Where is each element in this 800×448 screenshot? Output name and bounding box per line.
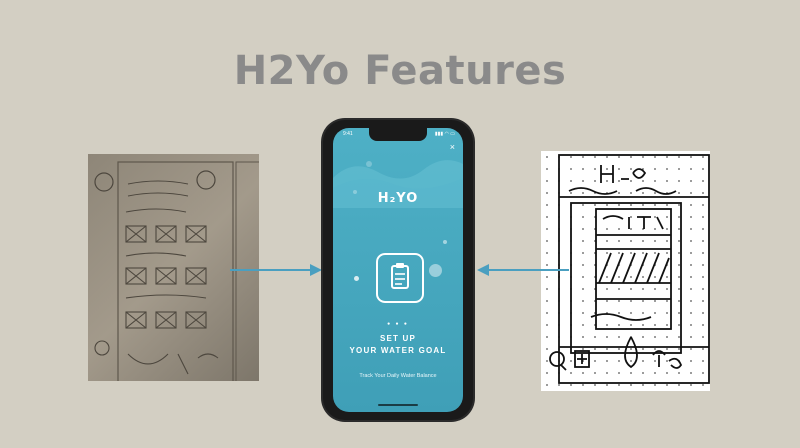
status-icons: ▮▮▮ ◠ ▭ [434,131,455,137]
slide-title: H2Yo Features [233,48,567,94]
arrow-left-icon [477,264,569,276]
home-indicator[interactable] [378,404,418,406]
onboarding-headline: SET UP YOUR WATER GOAL [333,333,463,357]
page-indicator[interactable]: ● ● ● [387,321,409,327]
close-icon[interactable]: × [449,142,455,152]
phone-mockup: 9:41 ▮▮▮ ◠ ▭ × H₂YO ● ● ● SET UP YO [323,120,473,420]
phone-screen: 9:41 ▮▮▮ ◠ ▭ × H₂YO ● ● ● SET UP YO [333,128,463,412]
phone-notch [369,128,427,141]
headline-line-2: YOUR WATER GOAL [349,346,447,355]
arrow-right-icon [230,264,322,276]
paper-sketch-right [541,151,710,391]
clipboard-icon [376,253,424,303]
onboarding-subhead: Track Your Daily Water Balance [359,373,437,379]
bubble-decoration [429,264,442,277]
wave-decoration [333,160,463,208]
bubble-decoration [443,240,447,244]
app-logo: H₂YO [377,191,419,206]
headline-line-1: SET UP [379,334,417,343]
status-time: 9:41 [343,131,353,137]
bubble-decoration [354,276,359,281]
paper-sketch-left [88,154,259,381]
